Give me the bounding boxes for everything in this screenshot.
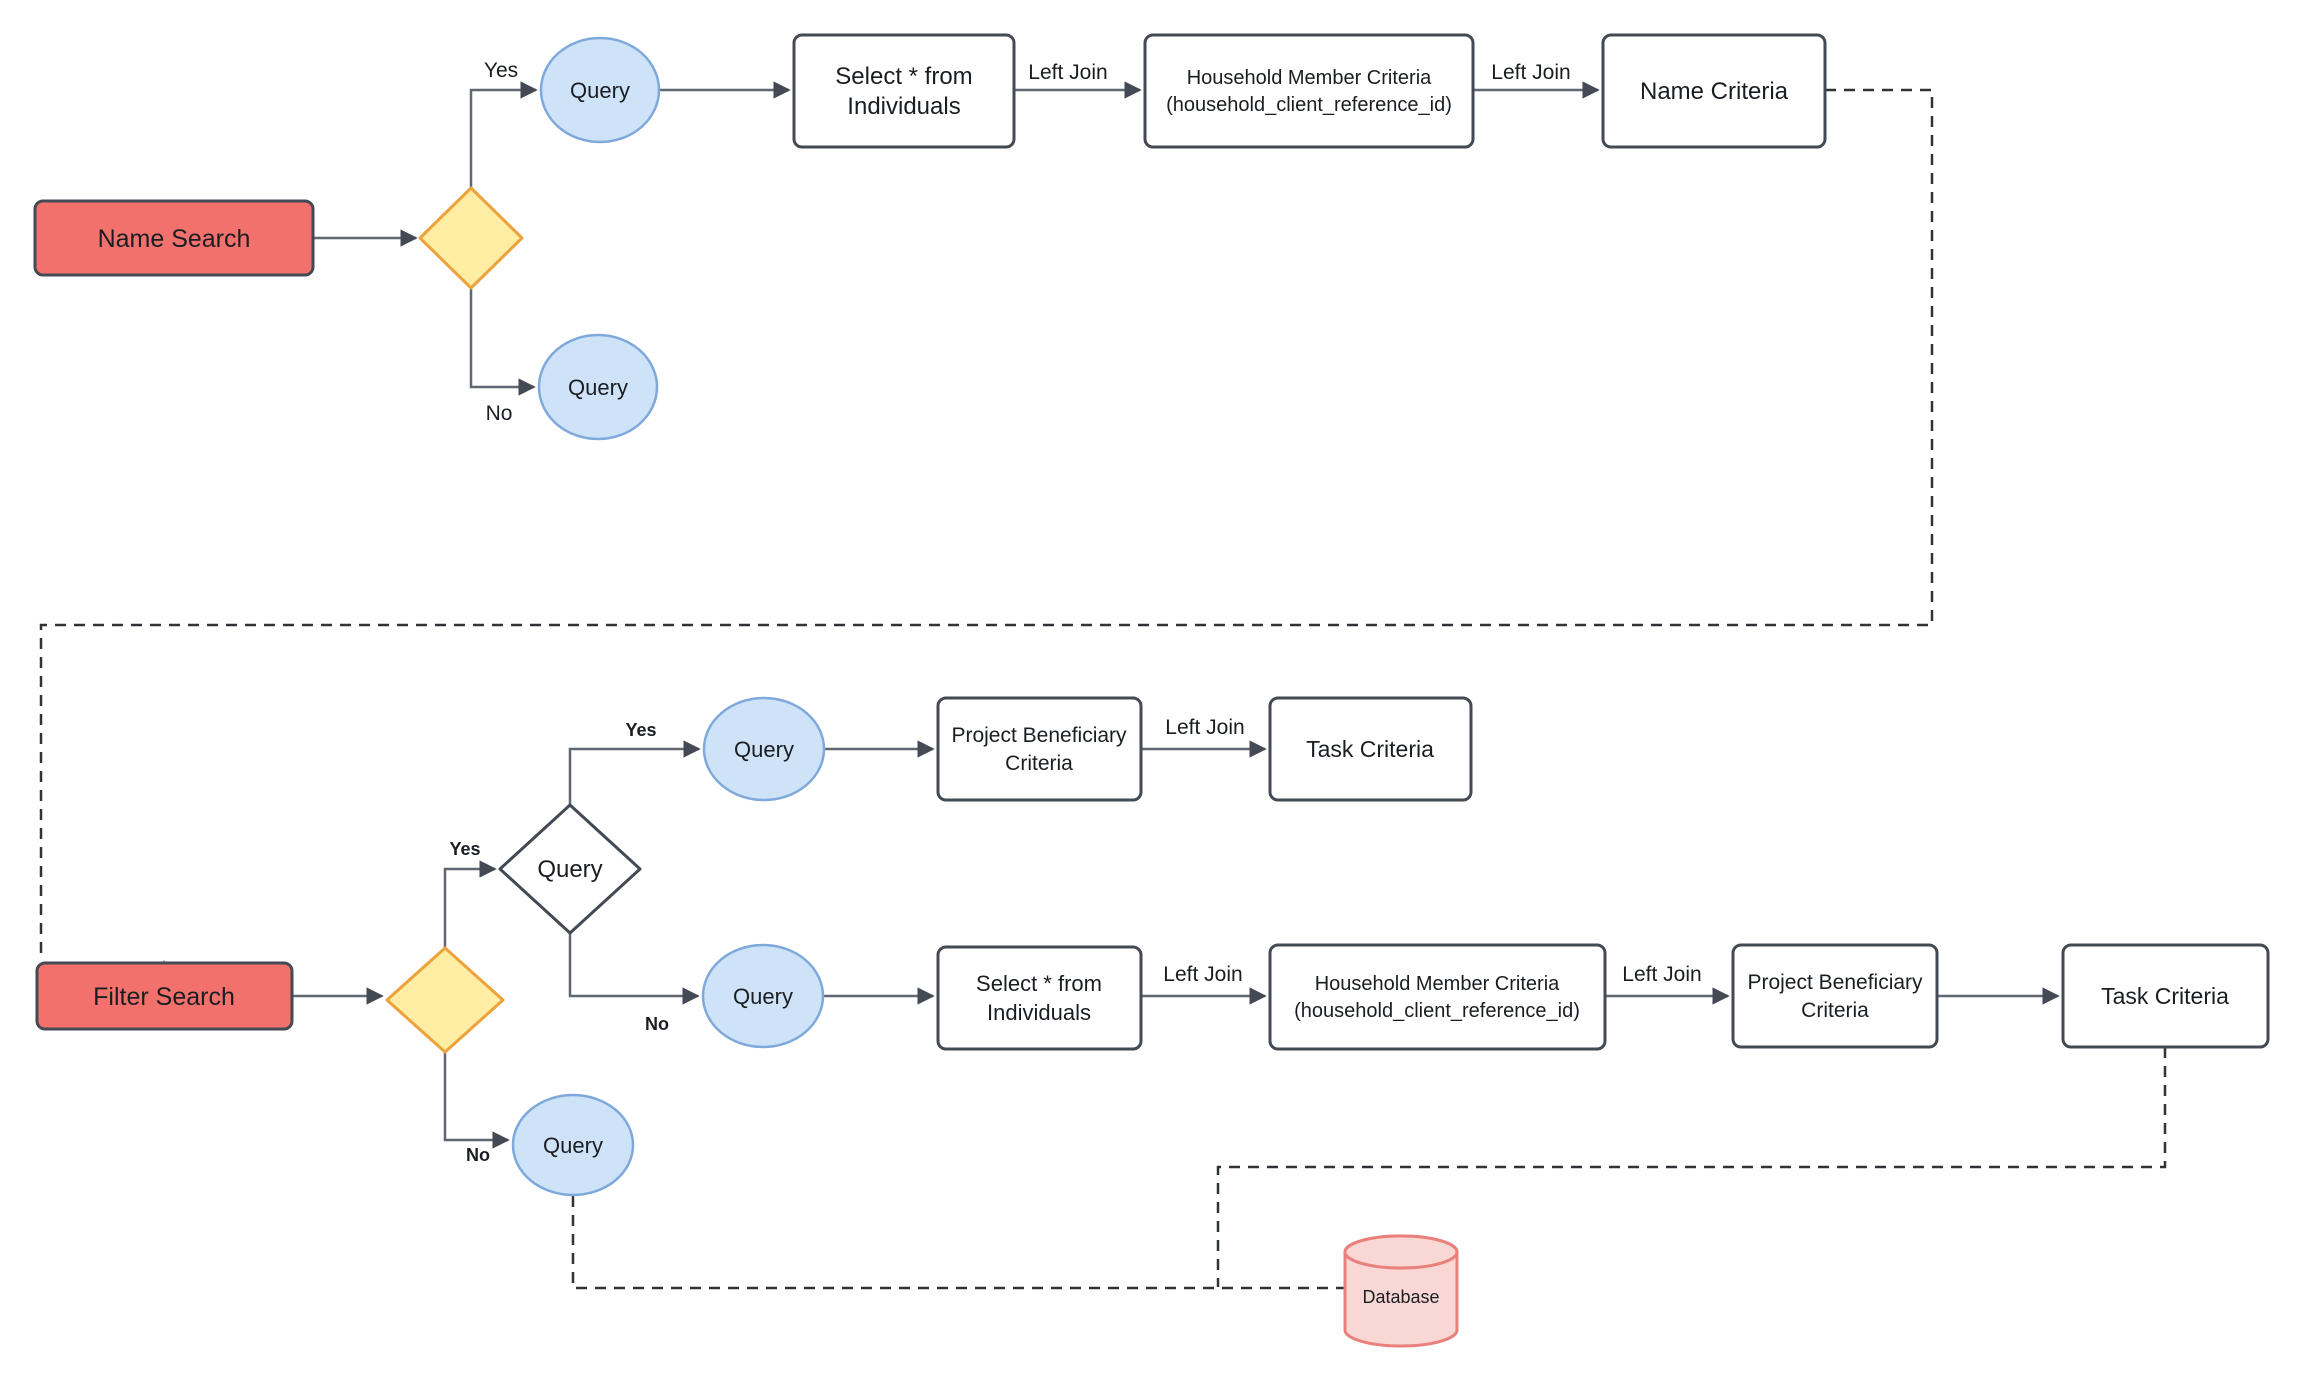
node-task-criteria-yes-label: Task Criteria	[1306, 736, 1434, 762]
edge-label-left-join-1: Left Join	[1028, 61, 1107, 84]
node-household-member-bottom[interactable]	[1268, 943, 1607, 1051]
node-query-top-yes-label: Query	[570, 78, 630, 103]
node-project-beneficiary-bottom-line2: Criteria	[1801, 999, 1869, 1022]
node-filter-search-label: Filter Search	[93, 983, 235, 1011]
edge-label-left-join-3: Left Join	[1165, 716, 1244, 739]
node-query-bottom-no[interactable]	[701, 943, 825, 1049]
edge-decision-no-query[interactable]	[469, 288, 536, 396]
node-household-member-top[interactable]	[1143, 33, 1475, 149]
edge-querydiamond-no-query[interactable]	[568, 933, 700, 1005]
edge-label-left-join-4: Left Join	[1163, 963, 1242, 986]
node-select-individuals-bottom-line1: Select * from	[976, 971, 1102, 996]
node-name-search[interactable]	[33, 199, 315, 277]
decision-query-diamond-label: Query	[537, 856, 602, 883]
node-project-beneficiary-bottom-line1: Project Beneficiary	[1747, 971, 1923, 994]
edge-label-no-top: No	[486, 402, 513, 425]
node-task-criteria-bottom-label: Task Criteria	[2101, 983, 2229, 1009]
edge-label-yes-bottom-2: Yes	[625, 720, 656, 740]
node-name-criteria[interactable]	[1601, 33, 1827, 149]
node-select-individuals-bottom-line2: Individuals	[987, 1000, 1091, 1025]
edge-decision2-yes-querydiamond[interactable]	[443, 860, 497, 948]
node-task-criteria-bottom[interactable]	[2061, 943, 2270, 1049]
node-select-individuals-top[interactable]	[792, 33, 1016, 149]
database-cylinder-top	[1343, 1234, 1459, 1270]
edge-label-no-bottom-1: No	[645, 1014, 669, 1034]
node-name-criteria-label: Name Criteria	[1640, 78, 1789, 105]
decision-diamond-bottom[interactable]	[385, 946, 505, 1054]
edge-decision-yes-query[interactable]	[469, 81, 538, 188]
edge-label-left-join-5: Left Join	[1622, 963, 1701, 986]
node-household-member-top-line1: Household Member Criteria	[1187, 67, 1432, 89]
node-project-beneficiary-yes-line2: Criteria	[1005, 752, 1073, 775]
edge-label-left-join-2: Left Join	[1491, 61, 1570, 84]
edge-querydiamond-yes-query[interactable]	[568, 740, 701, 805]
node-project-beneficiary-bottom[interactable]	[1731, 943, 1939, 1049]
node-query-bottom-no-label: Query	[733, 984, 793, 1009]
node-database-label: Database	[1362, 1287, 1439, 1307]
edge-label-yes-top: Yes	[484, 59, 518, 82]
decision-query-diamond[interactable]	[498, 803, 642, 935]
node-query-fallback[interactable]	[511, 1093, 635, 1197]
node-household-member-bottom-line2: (household_client_reference_id)	[1294, 1000, 1580, 1022]
node-project-beneficiary-yes-line1: Project Beneficiary	[951, 724, 1127, 747]
edge-label-no-bottom-2: No	[466, 1145, 490, 1165]
node-name-search-label: Name Search	[98, 225, 251, 253]
edge-dashed-query-database[interactable]	[571, 1196, 1344, 1290]
node-query-top-no-label: Query	[568, 375, 628, 400]
node-household-member-top-line2: (household_client_reference_id)	[1166, 94, 1452, 116]
decision-diamond-top[interactable]	[418, 186, 524, 290]
edge-dashed-task2-database[interactable]	[1216, 1047, 2167, 1287]
node-query-fallback-label: Query	[543, 1133, 603, 1158]
node-filter-search[interactable]	[35, 961, 294, 1031]
node-select-individuals-top-line1: Select * from	[835, 63, 972, 90]
node-project-beneficiary-yes[interactable]	[936, 696, 1143, 802]
node-select-individuals-bottom[interactable]	[936, 945, 1143, 1051]
node-query-bottom-yes-label: Query	[734, 737, 794, 762]
node-database[interactable]: Database	[1343, 1234, 1459, 1348]
edge-decision2-no-query[interactable]	[443, 1052, 510, 1149]
node-task-criteria-yes[interactable]	[1268, 696, 1473, 802]
node-household-member-bottom-line1: Household Member Criteria	[1315, 973, 1560, 995]
node-select-individuals-top-line2: Individuals	[847, 93, 960, 120]
edge-label-yes-bottom-1: Yes	[449, 839, 480, 859]
node-query-top-no[interactable]	[537, 333, 659, 441]
node-query-bottom-yes[interactable]	[702, 696, 826, 802]
edge-dashed-namecriteria-filtersearch[interactable]	[39, 88, 1934, 961]
node-query-top-yes[interactable]	[539, 36, 661, 144]
